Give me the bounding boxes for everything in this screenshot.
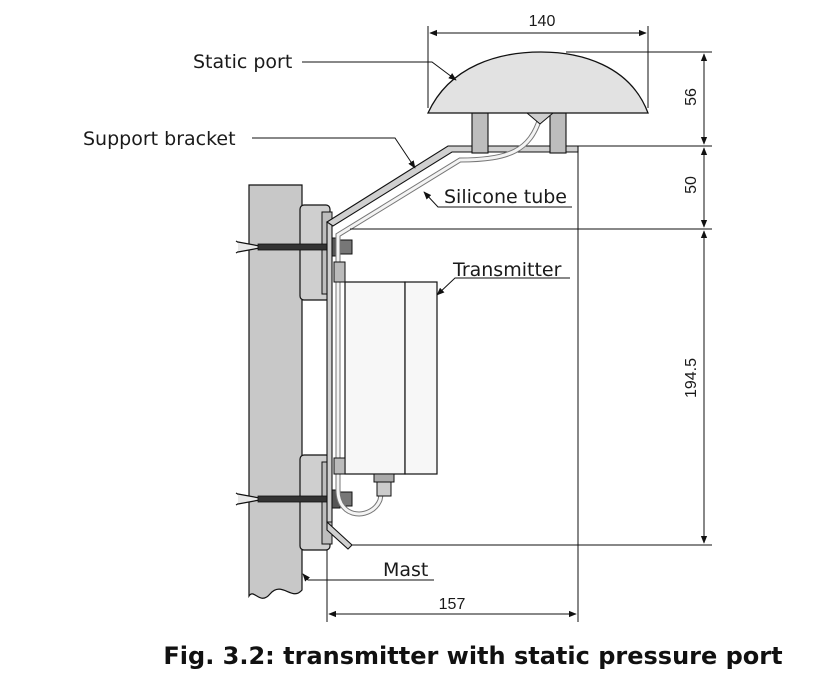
label-support-bracket: Support bracket: [83, 128, 236, 150]
label-mast: Mast: [383, 559, 428, 581]
label-transmitter: Transmitter: [452, 259, 562, 281]
dim-port-height: 56: [683, 88, 700, 106]
dimension-lines: [328, 29, 708, 618]
figure-caption: Fig. 3.2: transmitter with static pressu…: [163, 642, 782, 670]
cable-gland: [373, 473, 395, 497]
dim-port-width: 140: [529, 13, 556, 30]
transmitter-box: [333, 261, 438, 475]
static-port: [426, 51, 649, 154]
dim-bracket-offset: 50: [683, 176, 700, 194]
label-silicone-tube: Silicone tube: [444, 186, 567, 208]
label-static-port: Static port: [193, 51, 292, 73]
extension-lines: [326, 26, 712, 622]
silicone-tube: [335, 115, 543, 517]
dim-horizontal-reach: 157: [439, 596, 466, 613]
leader-lines: [252, 61, 572, 582]
mast: [248, 184, 303, 599]
dim-transmitter-height: 194.5: [683, 358, 700, 398]
